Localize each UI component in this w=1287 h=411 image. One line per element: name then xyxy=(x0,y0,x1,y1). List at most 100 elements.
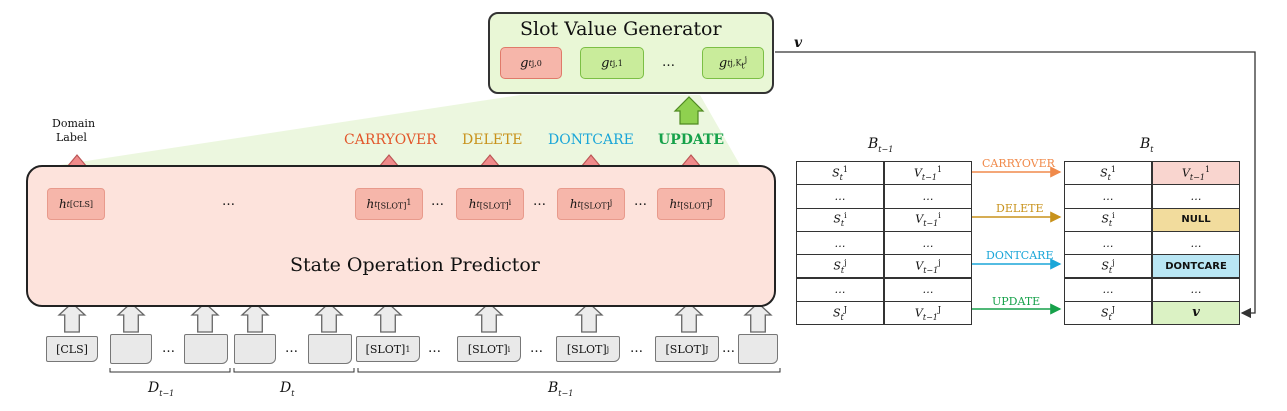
generator-dots: … xyxy=(662,55,675,70)
table-right-cell-4-0: StjS_t^j xyxy=(1064,254,1152,279)
token-slot-j: [SLOT]j xyxy=(556,336,620,362)
table-left-cell-5-0: … xyxy=(796,277,884,302)
table-left-cell-4-0: StjS_t^j xyxy=(796,254,884,279)
table-left-symbol-6-1: Vt−1J xyxy=(914,304,942,322)
token-dots-6: … xyxy=(722,341,735,356)
input-arrow-9 xyxy=(743,302,773,333)
token-dots-2: … xyxy=(285,341,298,356)
table-right-symbol-0-1: Vt−11 xyxy=(1181,164,1211,182)
table-right-text-1-1: … xyxy=(1190,189,1202,203)
table-left-symbol-0-0: St1 xyxy=(832,164,848,182)
v-output-line xyxy=(775,51,1256,319)
token-dt-b xyxy=(308,334,352,364)
input-arrow-8 xyxy=(674,302,704,333)
generator-output-v: v xyxy=(794,35,803,51)
input-arrow-7 xyxy=(574,302,604,333)
op-delete: DELETE xyxy=(462,132,523,148)
table-right-text-2-1: NULL xyxy=(1181,214,1211,226)
table-right-symbol-2-0: Sti xyxy=(1101,211,1115,229)
table-right-text-3-1: … xyxy=(1190,236,1202,250)
table-left-text-1-0: … xyxy=(834,189,846,203)
table-left-symbol-4-1: Vt−1j xyxy=(915,257,941,275)
predictor-title: State Operation Predictor xyxy=(290,254,540,276)
table-right-cell-0-0: St1S_t^1 xyxy=(1064,161,1152,186)
table-left-cell-0-1: Vt−11V_{t-1}^1 xyxy=(884,161,972,186)
table-arrow-dontcare: DONTCARE xyxy=(986,249,1054,262)
table-left-title: Bt−1 xyxy=(868,136,894,154)
op-dontcare: DONTCARE xyxy=(548,132,634,148)
token-dots-3: … xyxy=(428,341,441,356)
generator-title: Slot Value Generator xyxy=(520,18,722,40)
table-right-cell-6-0: StJS_t^J xyxy=(1064,300,1152,326)
table-right-cell-2-1: NULL xyxy=(1152,207,1240,232)
table-right-cell-2-0: StiS_t^i xyxy=(1064,207,1152,232)
input-arrow-5 xyxy=(373,302,403,333)
table-right-cell-5-1: … xyxy=(1152,277,1240,302)
table-right-cell-3-1: … xyxy=(1152,230,1240,256)
table-left-cell-0-0: St1S_t^1 xyxy=(796,161,884,186)
token-dots-5: … xyxy=(630,341,643,356)
table-left-symbol-0-1: Vt−11 xyxy=(913,164,943,182)
token-dt1-a xyxy=(110,334,152,364)
table-arrow-update: UPDATE xyxy=(992,295,1041,308)
table-right-symbol-6-0: StJ xyxy=(1101,304,1115,322)
op-carryover: CARRYOVER xyxy=(344,132,437,148)
bracket-bt-1 xyxy=(357,368,781,373)
table-right-text-3-0: … xyxy=(1102,236,1114,250)
domain-label-line1: Domain xyxy=(52,117,96,130)
table-right-text-5-1: … xyxy=(1190,283,1202,297)
input-arrow-3 xyxy=(240,302,270,333)
table-right-cell-6-1: v xyxy=(1152,300,1240,326)
table-right-text-1-0: … xyxy=(1102,189,1114,203)
table-right-cell-3-0: … xyxy=(1064,230,1152,256)
table-left-cell-6-0: StJS_t^J xyxy=(796,300,884,326)
table-left-cell-3-0: … xyxy=(796,230,884,256)
table-left-symbol-2-1: Vt−1i xyxy=(915,211,941,229)
token-cls: [CLS] xyxy=(46,336,98,362)
table-right-cell-5-0: … xyxy=(1064,277,1152,302)
table-right-cell-1-0: … xyxy=(1064,184,1152,209)
token-dots-1: … xyxy=(162,341,175,356)
table-left-text-1-1: … xyxy=(922,189,934,203)
bracket-dt-1 xyxy=(109,368,231,373)
token-dt1-b xyxy=(184,334,228,364)
funnel-shape xyxy=(60,95,740,165)
hidden-dots-1: … xyxy=(222,194,235,209)
table-left-text-3-1: … xyxy=(922,236,934,250)
op-update: UPDATE xyxy=(658,132,725,148)
table-arrow-carryover: CARRYOVER xyxy=(982,157,1055,170)
table-left-cell-5-1: … xyxy=(884,277,972,302)
table-left-symbol-6-0: StJ xyxy=(833,304,847,322)
table-right-cell-4-1: DONTCARE xyxy=(1152,254,1240,279)
token-dt-a xyxy=(234,334,276,364)
table-left-cell-1-0: … xyxy=(796,184,884,209)
table-arrow-delete: DELETE xyxy=(996,202,1044,215)
token-slot-J: [SLOT]J xyxy=(655,336,719,362)
table-right-cell-0-1: Vt−11V_{t-1}^1 xyxy=(1152,161,1240,186)
token-slot-1: [SLOT]1 xyxy=(356,336,420,362)
token-last xyxy=(738,334,778,364)
table-left-text-5-1: … xyxy=(922,283,934,297)
group-dt-1: Dt−1 xyxy=(148,380,175,398)
table-right-title: Bt xyxy=(1140,136,1154,154)
input-arrow-6 xyxy=(474,302,504,333)
table-right-text-5-0: … xyxy=(1102,283,1114,297)
input-arrow-0 xyxy=(57,302,87,333)
input-arrow-2 xyxy=(190,302,220,333)
table-left-symbol-2-0: Sti xyxy=(833,211,847,229)
generator-input-arrow xyxy=(673,96,705,125)
group-dt: Dt xyxy=(280,380,295,398)
hidden-dots-4: … xyxy=(634,194,647,209)
table-right-cell-1-1: … xyxy=(1152,184,1240,209)
table-left-cell-4-1: Vt−1jV_{t-1}^j xyxy=(884,254,972,279)
token-slot-i: [SLOT]i xyxy=(457,336,521,362)
